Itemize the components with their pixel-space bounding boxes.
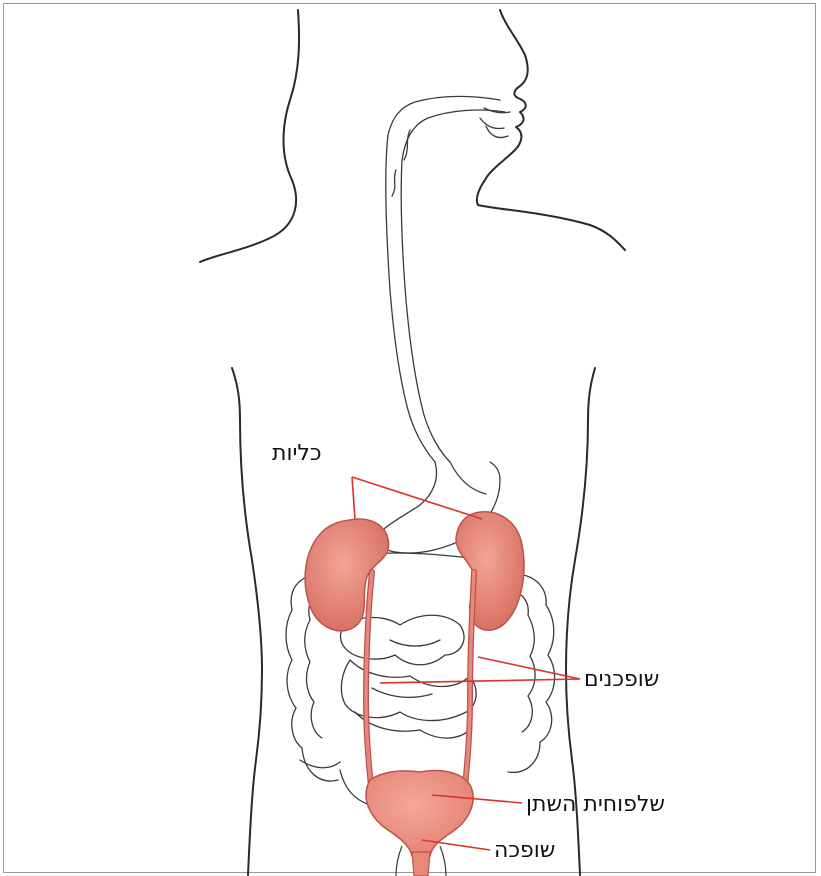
kidney-left — [305, 519, 388, 631]
label-bladder: שלפוחית השתן — [526, 794, 665, 816]
label-kidneys: כליות — [272, 443, 322, 465]
digestive-tract-outline — [286, 96, 555, 805]
label-urethra: שופכה — [494, 840, 555, 862]
kidney-right — [456, 512, 524, 630]
label-ureters: שופכנים — [584, 669, 659, 691]
kidneys-leader — [352, 477, 482, 519]
ureters-leader — [380, 657, 580, 683]
bladder — [366, 771, 473, 856]
body-outline — [200, 10, 625, 875]
